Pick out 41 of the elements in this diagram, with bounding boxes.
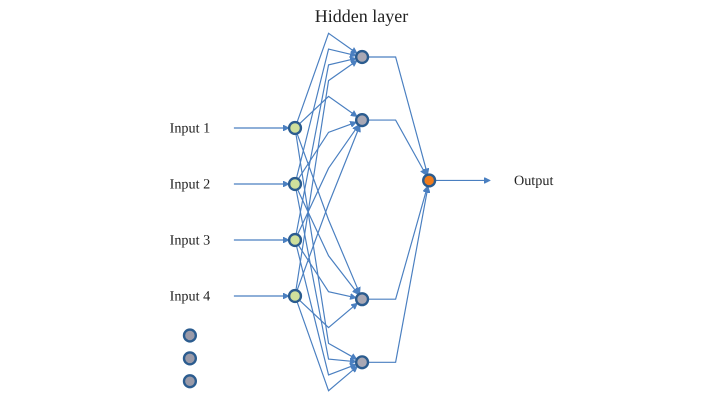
arrow — [368, 56, 430, 176]
arrow — [368, 120, 427, 176]
arrow — [296, 32, 358, 123]
node-circle — [354, 355, 370, 370]
arrow — [296, 190, 356, 365]
node-circle — [288, 176, 302, 192]
node-text: Input 3 — [170, 232, 210, 248]
arrow — [368, 186, 430, 363]
node-text: Input 2 — [170, 176, 210, 192]
arrow — [297, 124, 360, 235]
arrow — [298, 244, 357, 300]
arrow — [435, 176, 491, 184]
node-circle — [182, 374, 197, 388]
arrow — [234, 124, 290, 132]
node-circle — [422, 173, 436, 188]
node-circle — [354, 50, 370, 64]
arrow — [296, 301, 358, 392]
node-circle — [354, 292, 370, 306]
node-circle — [182, 328, 197, 343]
arrow — [296, 56, 357, 234]
node-circle — [288, 288, 302, 304]
layer-heading: Hidden layer — [314, 6, 408, 26]
arrow — [234, 236, 290, 244]
arrow — [234, 180, 290, 188]
arrow — [296, 48, 357, 178]
node-text: Output — [514, 172, 554, 188]
node-text: Input 1 — [170, 120, 210, 136]
arrow — [298, 121, 357, 180]
node-circle — [288, 232, 302, 248]
node-circle — [182, 351, 197, 366]
arrow — [297, 189, 359, 295]
arrow — [298, 96, 358, 124]
node-circle — [354, 113, 370, 128]
node-circle — [288, 120, 302, 136]
arrow — [295, 60, 358, 290]
node-text: Input 4 — [170, 288, 210, 304]
arrow — [234, 292, 290, 300]
arrow — [295, 134, 358, 360]
arrow — [368, 186, 430, 300]
arrow — [298, 300, 358, 328]
arrow — [296, 246, 357, 376]
